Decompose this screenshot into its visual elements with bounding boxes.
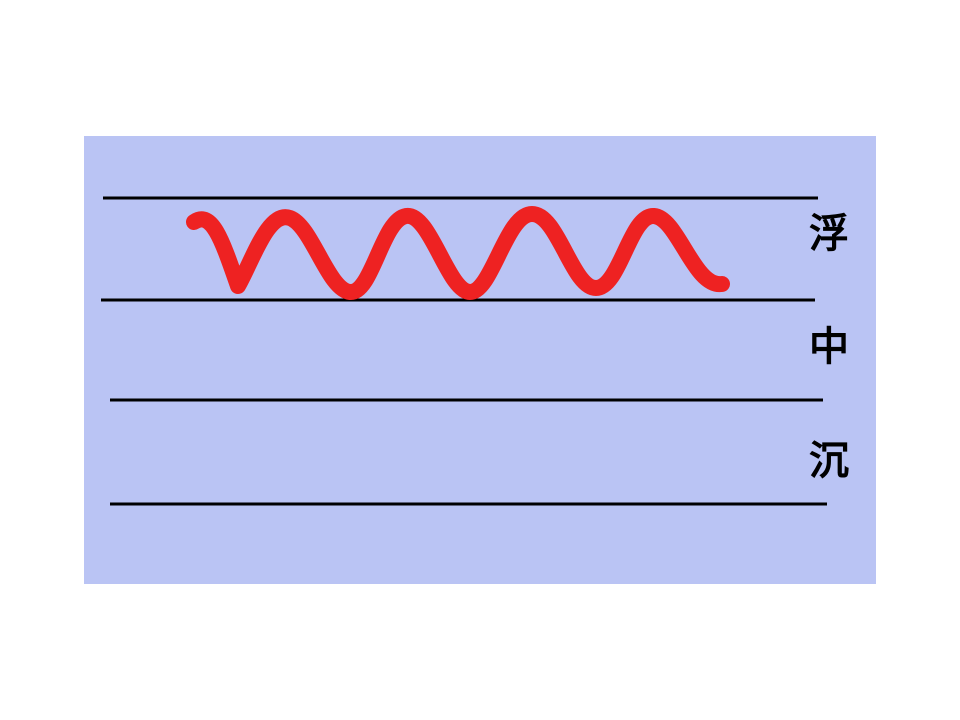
- diagram-panel: [84, 136, 876, 584]
- level-label-floating: 浮: [809, 210, 849, 257]
- level-label-middle: 中: [809, 323, 849, 370]
- floating-pulse-wave: [186, 206, 730, 300]
- level-label-sinking: 沉: [809, 437, 849, 484]
